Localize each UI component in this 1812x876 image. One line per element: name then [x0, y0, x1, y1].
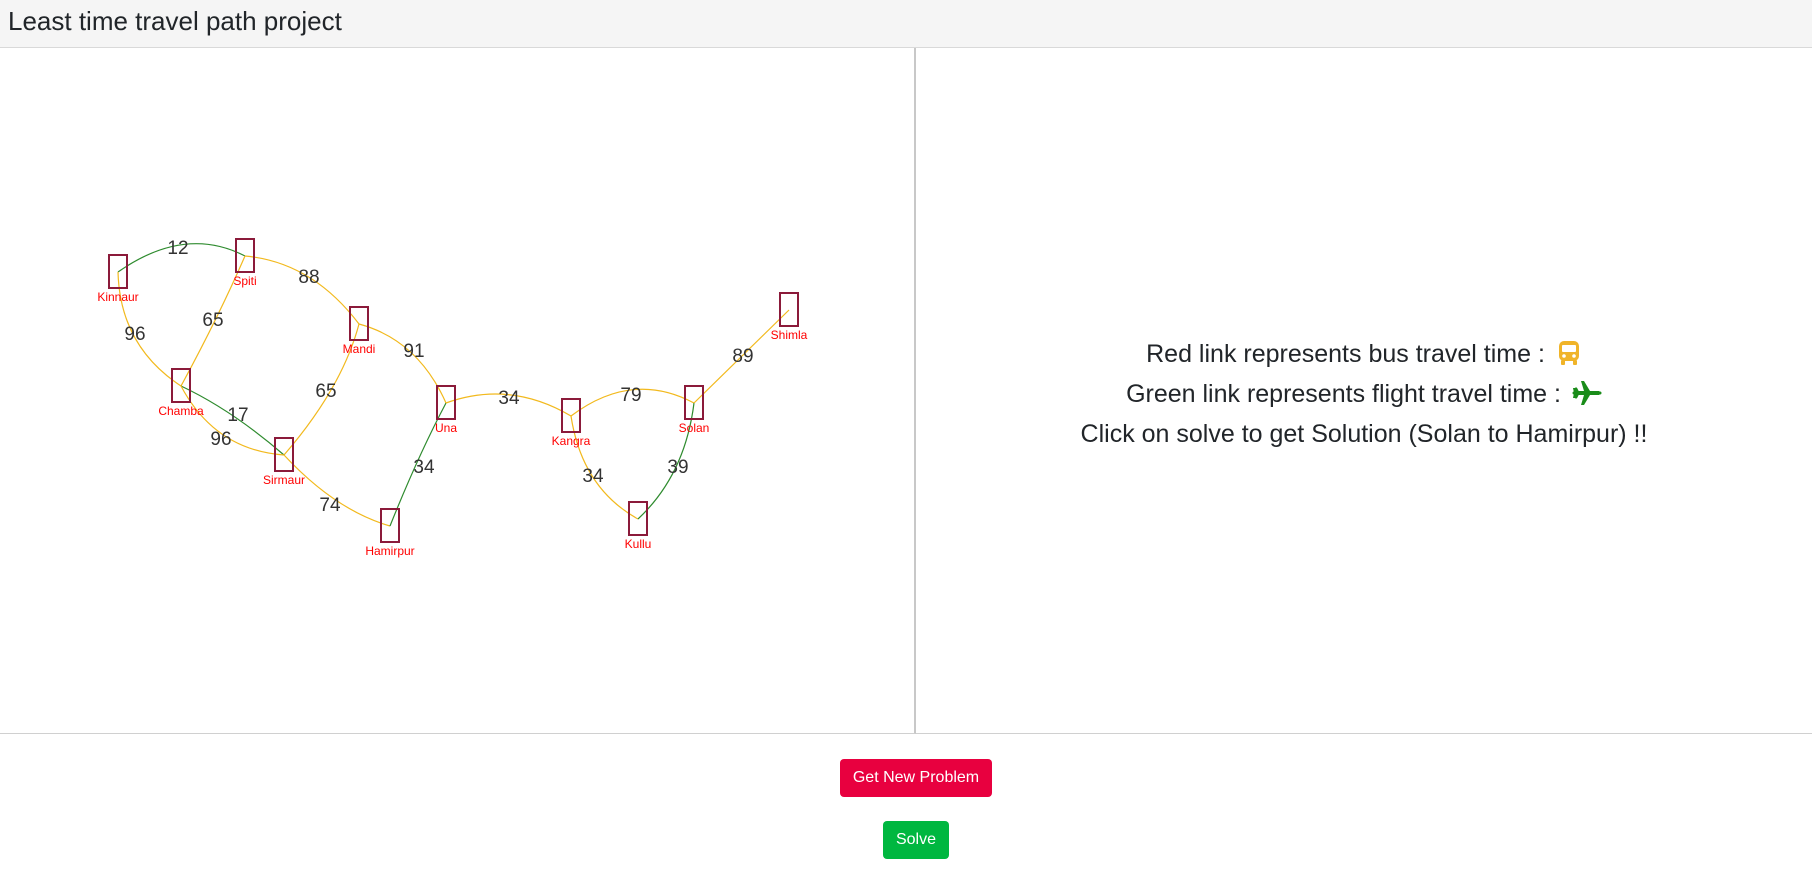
graph-node-spiti[interactable]: Spiti [233, 238, 257, 288]
legend-panel: Red link represents bus travel time : Gr… [916, 48, 1812, 734]
bus-link-solan-shimla [693, 309, 790, 404]
node-label-hamirpur: Hamirpur [365, 544, 414, 558]
edge-weight-spiti-mandi: 88 [298, 267, 319, 288]
bus-link-mandi-una [358, 323, 447, 404]
graph-node-una[interactable]: Una [435, 385, 457, 435]
edge-weight-chamba-sirmaur: 96 [210, 429, 231, 450]
node-box-mandi[interactable] [349, 306, 369, 341]
graph-node-kangra[interactable]: Kangra [552, 398, 591, 448]
graph-node-kinnaur[interactable]: Kinnaur [97, 254, 139, 304]
edge-weight-una-hamirpur: 34 [413, 457, 435, 478]
solve-instruction: Click on solve to get Solution (Solan to… [1080, 420, 1648, 448]
bus-link-spiti-mandi [244, 255, 360, 325]
node-label-kinnaur: Kinnaur [97, 290, 138, 304]
flight-legend-text: Green link represents flight travel time… [1126, 380, 1561, 408]
graph-edges [117, 243, 790, 527]
edge-weight-kinnaur-spiti: 12 [167, 238, 188, 259]
edge-weight-kullu-solan: 39 [667, 457, 688, 478]
graph-node-sirmaur[interactable]: Sirmaur [263, 437, 305, 487]
page-title: Least time travel path project [8, 6, 342, 36]
node-box-kullu[interactable] [628, 501, 648, 536]
flight-link-chamba-sirmaur [180, 385, 285, 456]
node-box-kangra[interactable] [561, 398, 581, 433]
node-box-una[interactable] [436, 385, 456, 420]
graph-edge-labels: 12 88 65 96 91 65 17 96 74 34 34 79 34 39 89 [124, 238, 753, 516]
edge-weight-kangra-kullu: 34 [582, 466, 604, 487]
node-label-shimla: Shimla [771, 328, 808, 342]
node-box-spiti[interactable] [235, 238, 255, 273]
edge-weight-kinnaur-chamba: 96 [124, 324, 145, 345]
edge-weight-kangra-solan: 79 [620, 385, 641, 406]
node-box-solan[interactable] [684, 385, 704, 420]
node-label-chamba: Chamba [158, 404, 204, 418]
graph-node-shimla[interactable]: Shimla [771, 292, 808, 342]
node-label-solan: Solan [679, 421, 710, 435]
node-label-una: Una [435, 421, 457, 435]
bus-legend: Red link represents bus travel time : [916, 336, 1812, 376]
edge-weight-mandi-sirmaur: 65 [315, 381, 336, 402]
bus-link-kangra-kullu [570, 415, 639, 520]
edge-weight-chamba-sirmaur: 17 [227, 405, 248, 426]
bus-legend-text: Red link represents bus travel time : [1146, 340, 1545, 368]
edge-weight-sirmaur-hamirpur: 74 [319, 495, 341, 516]
node-box-hamirpur[interactable] [380, 508, 400, 543]
node-box-shimla[interactable] [779, 292, 799, 327]
solve-button[interactable]: Solve [883, 821, 949, 859]
flight-legend: Green link represents flight travel time… [916, 376, 1812, 416]
bus-link-una-kangra [445, 393, 572, 417]
node-box-chamba[interactable] [171, 368, 191, 403]
edge-weight-solan-shimla: 89 [732, 346, 753, 367]
bus-link-mandi-sirmaur [283, 323, 360, 456]
airplane-icon [1572, 380, 1602, 416]
node-box-kinnaur[interactable] [108, 254, 128, 289]
node-label-mandi: Mandi [343, 342, 376, 356]
graph-node-solan[interactable]: Solan [679, 385, 710, 435]
edge-weight-una-kangra: 34 [498, 388, 520, 409]
edge-weight-spiti-chamba: 65 [202, 310, 223, 331]
graph-node-hamirpur[interactable]: Hamirpur [365, 508, 415, 558]
bus-link-kangra-solan [570, 388, 695, 417]
node-label-kangra: Kangra [552, 434, 591, 448]
bus-icon [1556, 340, 1582, 376]
edge-weight-mandi-una: 91 [403, 341, 424, 362]
flight-link-una-hamirpur [389, 402, 447, 527]
get-new-problem-button[interactable]: Get New Problem [840, 759, 992, 797]
graph-node-chamba[interactable]: Chamba [158, 368, 204, 418]
bus-link-sirmaur-hamirpur [283, 454, 391, 527]
node-label-spiti: Spiti [233, 274, 256, 288]
node-box-sirmaur[interactable] [274, 437, 294, 472]
node-label-sirmaur: Sirmaur [263, 473, 305, 487]
graph-node-mandi[interactable]: Mandi [343, 306, 376, 356]
legend-text: Red link represents bus travel time : Gr… [916, 336, 1812, 452]
node-label-kullu: Kullu [625, 537, 652, 551]
flight-link-kinnaur-spiti [117, 243, 246, 273]
app-header: Least time travel path project [0, 0, 1812, 48]
graph-node-kullu[interactable]: Kullu [625, 501, 652, 551]
